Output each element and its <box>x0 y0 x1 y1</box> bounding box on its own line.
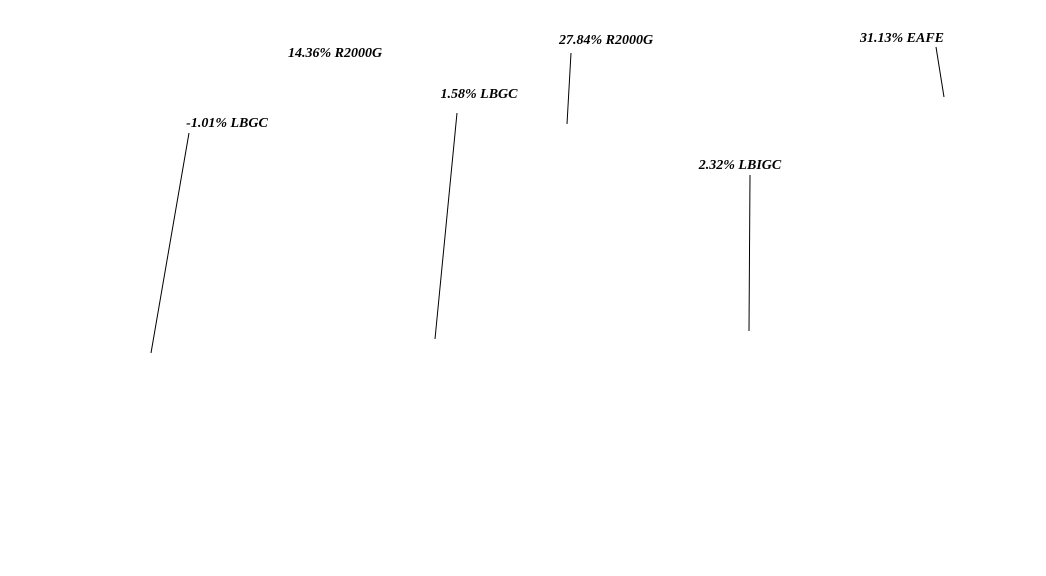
annotation-label: 31.13% EAFE <box>859 31 944 46</box>
annotation-lbgc-neg1: -1.01% LBGC <box>150 116 268 354</box>
annotation-label: 27.84% R2000G <box>558 33 653 48</box>
leader-line <box>434 112 458 340</box>
annotation-label: 1.58% LBGC <box>441 87 519 102</box>
annotation-eafe: 31.13% EAFE <box>859 31 945 98</box>
leader-line <box>935 46 945 98</box>
leader-line <box>150 132 190 354</box>
annotation-label: -1.01% LBGC <box>186 116 268 131</box>
annotation-r2000g-14: 14.36% R2000G <box>288 46 382 61</box>
annotation-lbgc-1: 1.58% LBGC <box>434 87 519 340</box>
leader-line <box>566 52 572 125</box>
annotation-r2000g-27: 27.84% R2000G <box>558 33 653 125</box>
annotation-lbigc: 2.32% LBIGC <box>698 158 782 332</box>
annotation-label: 14.36% R2000G <box>288 46 382 61</box>
leader-line <box>748 174 751 332</box>
annotation-label: 2.32% LBIGC <box>698 158 782 173</box>
